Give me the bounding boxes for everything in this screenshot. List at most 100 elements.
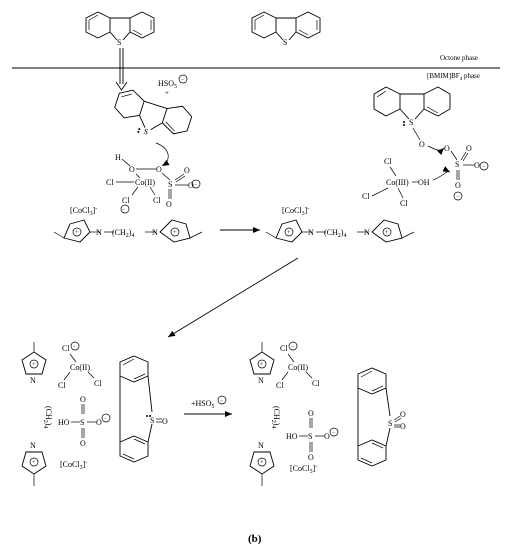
- butyl-chain-vertical: (CH2)4: [42, 406, 53, 428]
- svg-text:N: N: [30, 441, 36, 450]
- svg-text:O: O: [400, 422, 406, 431]
- svg-text:−: −: [194, 182, 198, 188]
- svg-text:+: +: [75, 230, 79, 236]
- cobalt-ii-trichloride-left: Cl − Co(II) Cl Cl: [58, 341, 102, 390]
- svg-text:O: O: [419, 140, 425, 149]
- svg-text:+HSO5: +HSO5: [191, 399, 215, 410]
- svg-text:O: O: [400, 410, 406, 419]
- dibenzothiophene-octane-right: S: [251, 11, 321, 47]
- svg-text:O: O: [474, 161, 480, 170]
- svg-text:N: N: [96, 228, 102, 237]
- svg-text:+: +: [32, 460, 36, 466]
- svg-text:O: O: [455, 181, 461, 190]
- svg-text:O: O: [166, 200, 172, 209]
- svg-text:O: O: [444, 144, 450, 153]
- dbt-sulfone: S O O: [357, 367, 406, 467]
- svg-text:Cl: Cl: [58, 381, 66, 390]
- svg-text:N: N: [258, 376, 264, 385]
- svg-text:O: O: [308, 453, 314, 462]
- cobalt-iii-complex: O O S O O − O − Cl Co(III) OH Cl Cl: [362, 127, 489, 208]
- svg-text:OH: OH: [418, 178, 430, 187]
- cocl3-anion-bottom-left: [CoCl3]-: [60, 460, 87, 471]
- electron-arrow: [155, 142, 170, 167]
- svg-text:+: +: [260, 362, 264, 368]
- svg-text:S: S: [409, 118, 413, 127]
- dbt-sulfoxide: S O: [119, 355, 168, 463]
- svg-text:Cl: Cl: [94, 379, 102, 388]
- panel-label: (b): [248, 533, 262, 545]
- dibenzothiophene-step1: S: [114, 89, 193, 137]
- svg-text:−: −: [456, 194, 460, 200]
- svg-text:N: N: [30, 376, 36, 385]
- svg-text:−: −: [104, 416, 108, 422]
- svg-text:Cl: Cl: [362, 192, 370, 201]
- oxidation-arrow: +HSO5 −: [184, 395, 232, 417]
- svg-text:−: −: [122, 207, 126, 213]
- bis-imidazolium-vertical-left: + N (CH2)4 N +: [21, 342, 53, 486]
- svg-text:+: +: [260, 460, 264, 466]
- svg-text:O: O: [184, 166, 190, 175]
- svg-text:O: O: [156, 165, 162, 174]
- svg-text:S: S: [168, 180, 172, 189]
- svg-text:O: O: [129, 165, 135, 174]
- svg-text:S: S: [150, 416, 154, 425]
- svg-text:−: −: [291, 344, 295, 350]
- hydrogen-sulfate-left: HO S O O O −: [58, 395, 111, 448]
- svg-text:−: −: [482, 164, 486, 170]
- svg-text:N: N: [364, 228, 370, 237]
- svg-text:+: +: [173, 230, 177, 236]
- phase-transfer-arrow: [115, 48, 128, 91]
- svg-text:Cl: Cl: [312, 379, 320, 388]
- bis-imidazolium-cation-right: [CoCl3]- + N (CH2)4 N +: [265, 206, 415, 243]
- svg-text:O: O: [324, 432, 330, 441]
- svg-text:Cl: Cl: [106, 178, 114, 187]
- svg-text:S: S: [308, 432, 312, 441]
- cocl3-anion-bottom-right: [CoCl3]-: [290, 464, 317, 475]
- svg-text:S: S: [388, 419, 392, 428]
- bis-imidazolium-vertical-right: + N (CH2)4 N +: [249, 342, 281, 486]
- svg-text:(CH2)4: (CH2)4: [112, 228, 134, 239]
- svg-text:S: S: [143, 127, 150, 137]
- svg-text:N: N: [258, 441, 264, 450]
- bis-imidazolium-cation-left: [CoCl3]- + N (CH2)4 N +: [53, 206, 203, 243]
- svg-text:+: +: [385, 230, 389, 236]
- svg-text:Co(II): Co(II): [135, 178, 155, 187]
- svg-text:O: O: [96, 418, 102, 427]
- svg-text:[CoCl3]-: [CoCl3]-: [70, 206, 97, 217]
- svg-text:Cl: Cl: [280, 344, 288, 353]
- svg-text:N: N: [152, 228, 158, 237]
- svg-text:O: O: [162, 417, 168, 426]
- svg-text:HO: HO: [58, 418, 70, 427]
- sulfur-atom: S: [283, 38, 287, 47]
- svg-text:Co(III): Co(III): [386, 178, 409, 187]
- cobalt-ii-complex: H O O Co(II) Cl Cl − Cl S O O O −: [106, 153, 201, 214]
- svg-text:O: O: [80, 439, 86, 448]
- svg-text:O: O: [80, 395, 86, 404]
- svg-text:Cl: Cl: [62, 344, 70, 353]
- svg-text:+: +: [165, 89, 169, 97]
- svg-text:H: H: [115, 153, 121, 162]
- svg-text:O: O: [188, 181, 194, 190]
- octane-phase-label: Octone phase: [440, 54, 478, 62]
- hydrogen-sulfate-right: HO S O O O −: [286, 409, 339, 462]
- svg-text:Cl: Cl: [400, 199, 408, 208]
- cobalt-ii-trichloride-right: Cl − Co(II) Cl Cl: [276, 341, 320, 390]
- svg-text:S: S: [80, 418, 84, 427]
- svg-text:S: S: [455, 160, 459, 169]
- svg-text:Cl: Cl: [122, 196, 130, 205]
- svg-text:−: −: [220, 398, 224, 404]
- butyl-chain-vertical: (CH2)4: [270, 406, 281, 428]
- svg-text:Co(II): Co(II): [288, 363, 308, 372]
- svg-text:O: O: [308, 409, 314, 418]
- svg-text:Co(II): Co(II): [70, 363, 90, 372]
- svg-text:N: N: [308, 228, 314, 237]
- svg-text:−: −: [332, 430, 336, 436]
- svg-text:Cl: Cl: [153, 196, 161, 205]
- reaction-arrow-2: [167, 257, 299, 338]
- hso5-anion-top: HSO5 − +: [158, 74, 188, 97]
- svg-text:+: +: [32, 362, 36, 368]
- svg-text:HSO5: HSO5: [158, 79, 177, 90]
- svg-text:HO: HO: [286, 432, 298, 441]
- dibenzothiophene-octane-left: S: [85, 11, 155, 47]
